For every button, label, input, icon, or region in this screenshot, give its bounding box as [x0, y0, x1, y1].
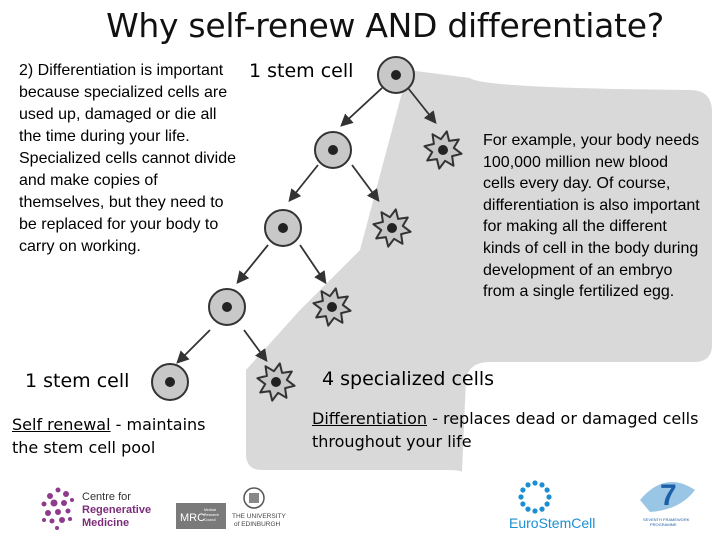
eurostemcell-dot	[544, 501, 550, 507]
right-example-text: For example, your body needs 100,000 mil…	[483, 132, 700, 301]
differentiation-description: - replaces dead or damaged cells through…	[312, 409, 699, 451]
mrc-label: MRC	[180, 512, 205, 524]
specialized-cell	[372, 208, 412, 248]
stem-cell	[264, 209, 302, 247]
self-renewal-description: - maintains the stem cell pool	[12, 415, 206, 457]
arrow-7	[176, 329, 211, 364]
specialized-cells	[256, 130, 463, 402]
self-renewal-term: Self renewal	[12, 415, 111, 434]
arrow-6	[299, 244, 327, 285]
crm-dot	[49, 518, 55, 524]
fp7-swoosh-icon	[640, 482, 695, 512]
crm-dots-icon	[41, 487, 74, 530]
arrow-4	[351, 164, 380, 203]
specialized-cells-label: 4 specialized cells	[322, 368, 495, 390]
eurostemcell-dot	[539, 482, 545, 488]
crm-dot	[45, 510, 51, 516]
crm-dot	[63, 491, 69, 497]
eurostemcell-ring-icon	[518, 480, 552, 514]
eurostemcell-dot	[544, 487, 550, 493]
specialized-cell	[312, 287, 352, 327]
specialized-cell	[423, 130, 463, 170]
stem-cells	[151, 56, 415, 401]
logo-centre-for-regenerative-medicine: Centre for Regenerative Medicine	[41, 487, 151, 530]
crm-dot	[50, 499, 58, 507]
stem-cell	[377, 56, 415, 94]
crm-dot	[59, 517, 65, 523]
eurostemcell-dot	[532, 508, 538, 514]
crm-line-3: Medicine	[82, 517, 129, 529]
page-title: Why self-renew AND differentiate?	[106, 6, 664, 45]
differentiation-term: Differentiation	[312, 409, 428, 428]
crm-line-1: Centre for	[82, 491, 131, 503]
eurostemcell-dot	[525, 506, 531, 512]
arrow-8	[243, 329, 268, 363]
arrow-5	[236, 244, 269, 284]
edinburgh-line-1: THE UNIVERSITY	[232, 513, 286, 520]
specialized-cell	[256, 362, 296, 402]
logo-eurostemcell: EuroStemCell	[509, 480, 595, 531]
grey-panel-shape	[246, 70, 712, 472]
crm-line-2: Regenerative	[82, 504, 151, 516]
eurostemcell-dot	[520, 501, 526, 507]
mrc-sub-3: Council	[204, 518, 216, 522]
eurostemcell-label: EuroStemCell	[509, 515, 595, 531]
crm-dot	[65, 508, 71, 514]
crm-dot	[55, 526, 59, 530]
arrow-1	[340, 87, 383, 127]
crm-dot	[61, 500, 67, 506]
mrc-sub-2: Research	[204, 513, 219, 517]
logo-fp7: 7 SEVENTH FRAMEWORK PROGRAMME	[640, 479, 695, 527]
crm-dot	[47, 493, 53, 499]
left-explanation-text: 2) Differentiation is important because …	[19, 62, 237, 255]
eurostemcell-dot	[539, 506, 545, 512]
edinburgh-line-2: of EDINBURGH	[234, 521, 281, 528]
arrow-2	[407, 87, 437, 124]
arrow-3	[288, 164, 319, 202]
logo-mrc: MRC Medical Research Council	[176, 503, 226, 529]
top-stem-cell-label: 1 stem cell	[249, 60, 354, 82]
differentiation-caption: Differentiation - replaces dead or damag…	[312, 407, 712, 453]
bottom-stem-cell-label: 1 stem cell	[25, 370, 130, 392]
eurostemcell-dot	[525, 482, 531, 488]
eurostemcell-dot	[532, 480, 538, 486]
self-renewal-caption: Self renewal - maintains the stem cell p…	[12, 413, 232, 459]
stem-cell	[314, 131, 352, 169]
fp7-numeral: 7	[660, 479, 677, 512]
lineage-arrows	[176, 87, 437, 364]
eurostemcell-dot	[518, 494, 524, 500]
logo-university-of-edinburgh: THE UNIVERSITY of EDINBURGH	[232, 487, 286, 528]
crm-dot	[42, 518, 46, 522]
crm-dot	[41, 501, 47, 507]
crm-dot	[55, 509, 61, 515]
edinburgh-crest-icon	[243, 487, 265, 509]
stem-cell	[151, 363, 189, 401]
crm-dot	[70, 498, 74, 502]
eurostemcell-dot	[546, 494, 552, 500]
mrc-sub-1: Medical	[204, 508, 216, 512]
crm-dot	[68, 517, 72, 521]
fp7-sub-1: SEVENTH FRAMEWORK	[643, 517, 690, 522]
stem-cell	[208, 288, 246, 326]
eurostemcell-dot	[520, 487, 526, 493]
crm-dot	[55, 487, 61, 493]
fp7-sub-2: PROGRAMME	[650, 522, 677, 527]
